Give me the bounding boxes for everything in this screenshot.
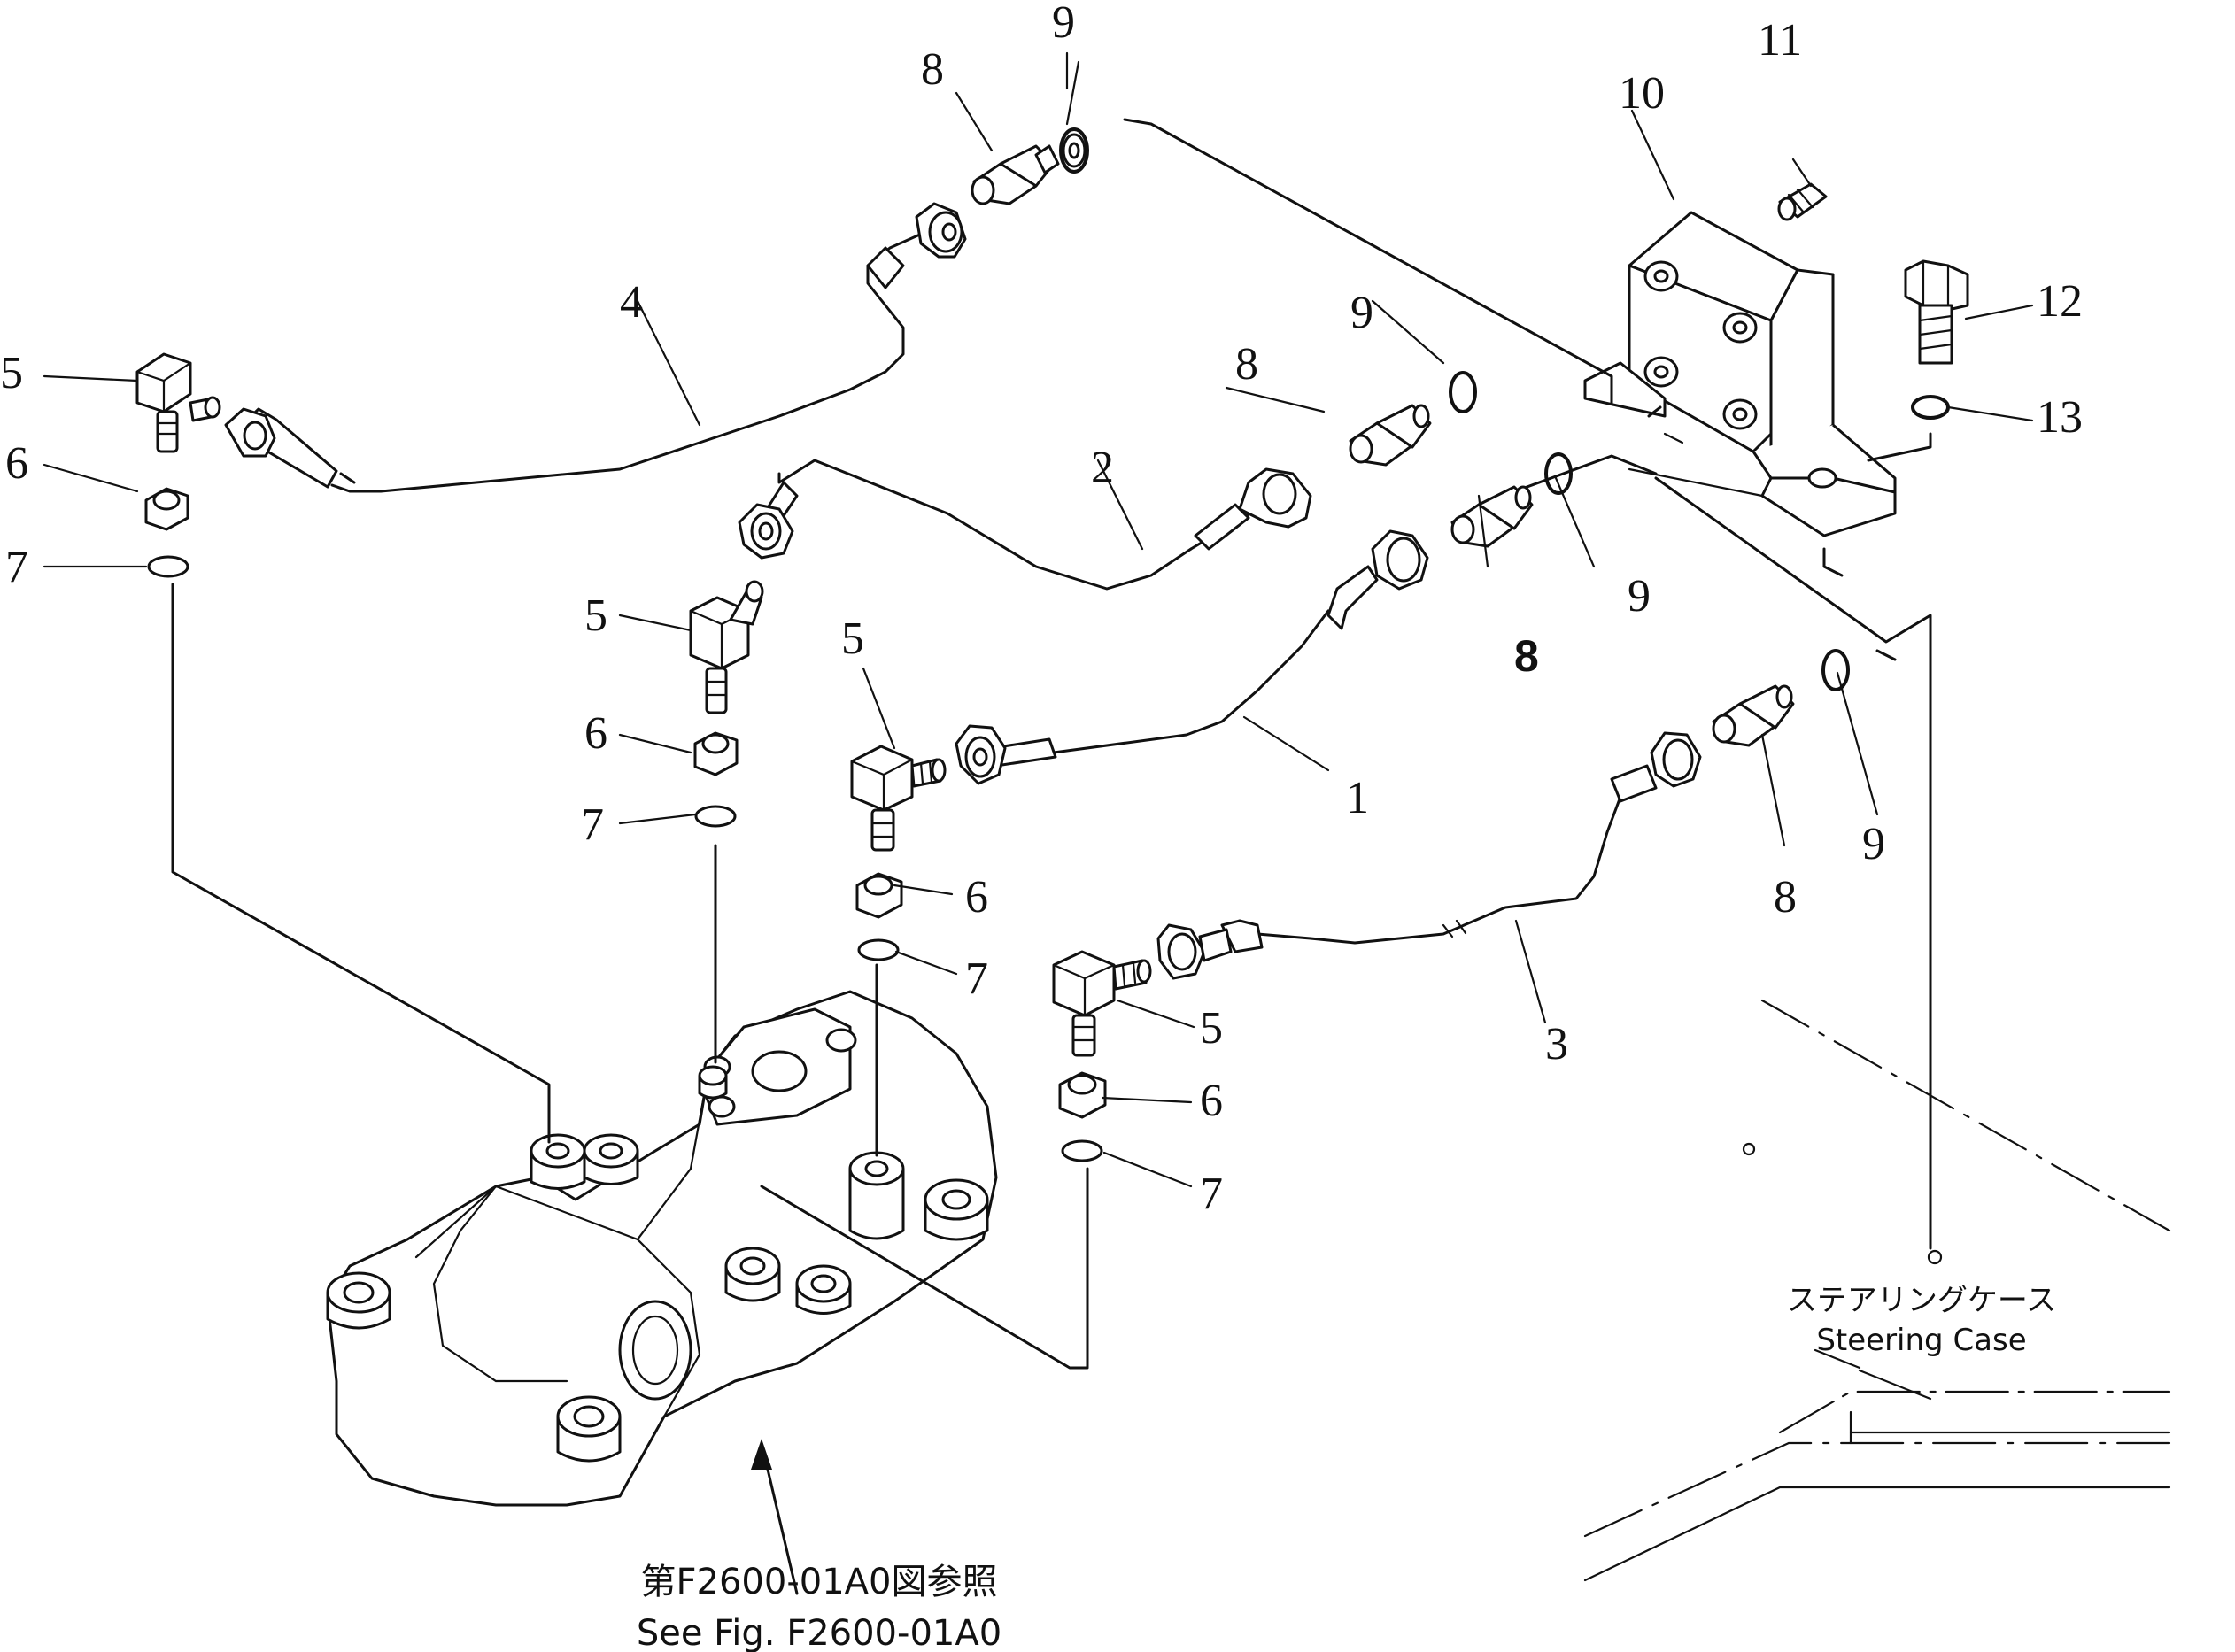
tube-4 xyxy=(224,202,967,493)
union-8-top xyxy=(971,133,1087,205)
bolt-12 xyxy=(1904,259,1969,365)
callout-5-lower: 5 xyxy=(1200,1003,1223,1054)
callout-7-left: 7 xyxy=(5,542,28,592)
callout-4: 4 xyxy=(620,277,643,328)
plug-11 xyxy=(1777,182,1828,221)
callout-7-middle: 7 xyxy=(581,799,604,850)
callout-8-middle: 8 xyxy=(1514,631,1539,681)
callout-7-lower: 7 xyxy=(1200,1169,1223,1219)
union-8-middle xyxy=(1450,485,1534,548)
assembly-lines xyxy=(171,118,1932,1370)
callout-8-upper: 8 xyxy=(1235,339,1258,390)
tube-1 xyxy=(955,529,1429,785)
washer-13 xyxy=(1911,395,1950,420)
callout-13: 13 xyxy=(2037,392,2083,443)
steering-valve-body xyxy=(326,990,998,1507)
callout-9-top: 9 xyxy=(1052,0,1075,48)
tube-2 xyxy=(738,459,1312,591)
callout-numbers: 9 8 11 10 12 13 9 8 4 5 6 7 2 9 8 5 6 7 … xyxy=(0,0,2083,1219)
callout-10: 10 xyxy=(1619,68,1665,119)
callout-6-middle: 6 xyxy=(584,708,607,759)
steering-case-label-jp: ステアリングケース xyxy=(1787,1283,2056,1318)
oring-9-middle xyxy=(1544,452,1573,495)
callout-9-middle: 9 xyxy=(1628,571,1651,621)
elbow-set-middle xyxy=(689,580,764,828)
elbow-set-lower xyxy=(1052,950,1152,1162)
callout-8-lower: 8 xyxy=(1774,872,1797,922)
callout-9-upper: 9 xyxy=(1350,288,1373,338)
notes: ステアリングケース Steering Case 第F2600-01A0図参照 S… xyxy=(637,1283,2056,1652)
callout-5-middle: 5 xyxy=(584,591,607,641)
callout-2: 2 xyxy=(1091,443,1114,493)
tube-3 xyxy=(1156,731,1702,980)
callout-5-left: 5 xyxy=(0,348,23,398)
callout-8-top: 8 xyxy=(921,44,944,95)
callout-3: 3 xyxy=(1545,1019,1568,1069)
callout-6-center: 6 xyxy=(965,872,988,922)
union-8-upper-right xyxy=(1349,404,1432,467)
callout-7-center: 7 xyxy=(965,953,988,1004)
leader-lines xyxy=(43,51,2034,1595)
bracket xyxy=(1583,211,1897,537)
oring-9-upper-right xyxy=(1449,371,1477,413)
steering-case-outline xyxy=(1583,999,2171,1582)
callout-12: 12 xyxy=(2037,276,2083,327)
oring-9-lower xyxy=(1821,649,1850,691)
callout-9-lower: 9 xyxy=(1862,819,1885,869)
callout-1: 1 xyxy=(1346,773,1369,823)
steering-case-label-en: Steering Case xyxy=(1816,1323,2026,1358)
see-figure-label-jp: 第F2600-01A0図参照 xyxy=(641,1562,998,1602)
callout-6-lower: 6 xyxy=(1200,1076,1223,1126)
union-8-lower xyxy=(1712,684,1795,747)
see-figure-label-en: See Fig. F2600-01A0 xyxy=(637,1613,1001,1652)
elbow-set-left xyxy=(135,352,221,578)
oring-9-top xyxy=(1059,127,1089,174)
elbow-set-center xyxy=(850,745,947,961)
callout-11: 11 xyxy=(1758,15,1802,66)
callout-5-center: 5 xyxy=(841,614,864,664)
callout-6-left: 6 xyxy=(5,438,28,489)
